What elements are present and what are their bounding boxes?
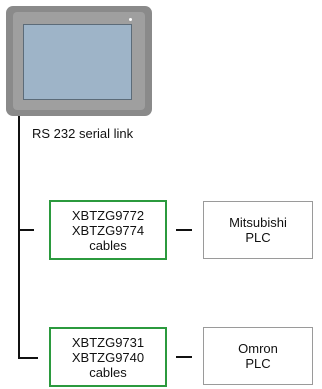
branch-line-2 [18,357,38,359]
plc-box-omron: Omron PLC [203,327,313,385]
serial-link-label: RS 232 serial link [32,126,134,141]
cable-box-1: XBTZG9772 XBTZG9774 cables [49,200,167,260]
cable-ref-line: XBTZG9731 [71,334,145,350]
plc-label: PLC [245,230,271,245]
serial-link-line [18,116,20,359]
cable-ref-line: XBTZG9740 [71,349,145,365]
cable-ref-line: XBTZG9774 [71,222,145,238]
cable-ref-line: XBTZG9772 [71,207,145,223]
hmi-screen [23,24,132,100]
cable-label: cables [89,237,127,253]
cable-label: cables [89,364,127,380]
plc-brand: Mitsubishi [229,215,287,230]
plc-label: PLC [245,356,271,371]
branch-line-1 [18,229,34,231]
link-line-1 [176,229,192,231]
plc-brand: Omron [238,341,278,356]
cable-box-2: XBTZG9731 XBTZG9740 cables [49,327,167,387]
link-line-2 [176,356,192,358]
hmi-status-led [129,18,132,21]
plc-box-mitsubishi: Mitsubishi PLC [203,201,313,259]
